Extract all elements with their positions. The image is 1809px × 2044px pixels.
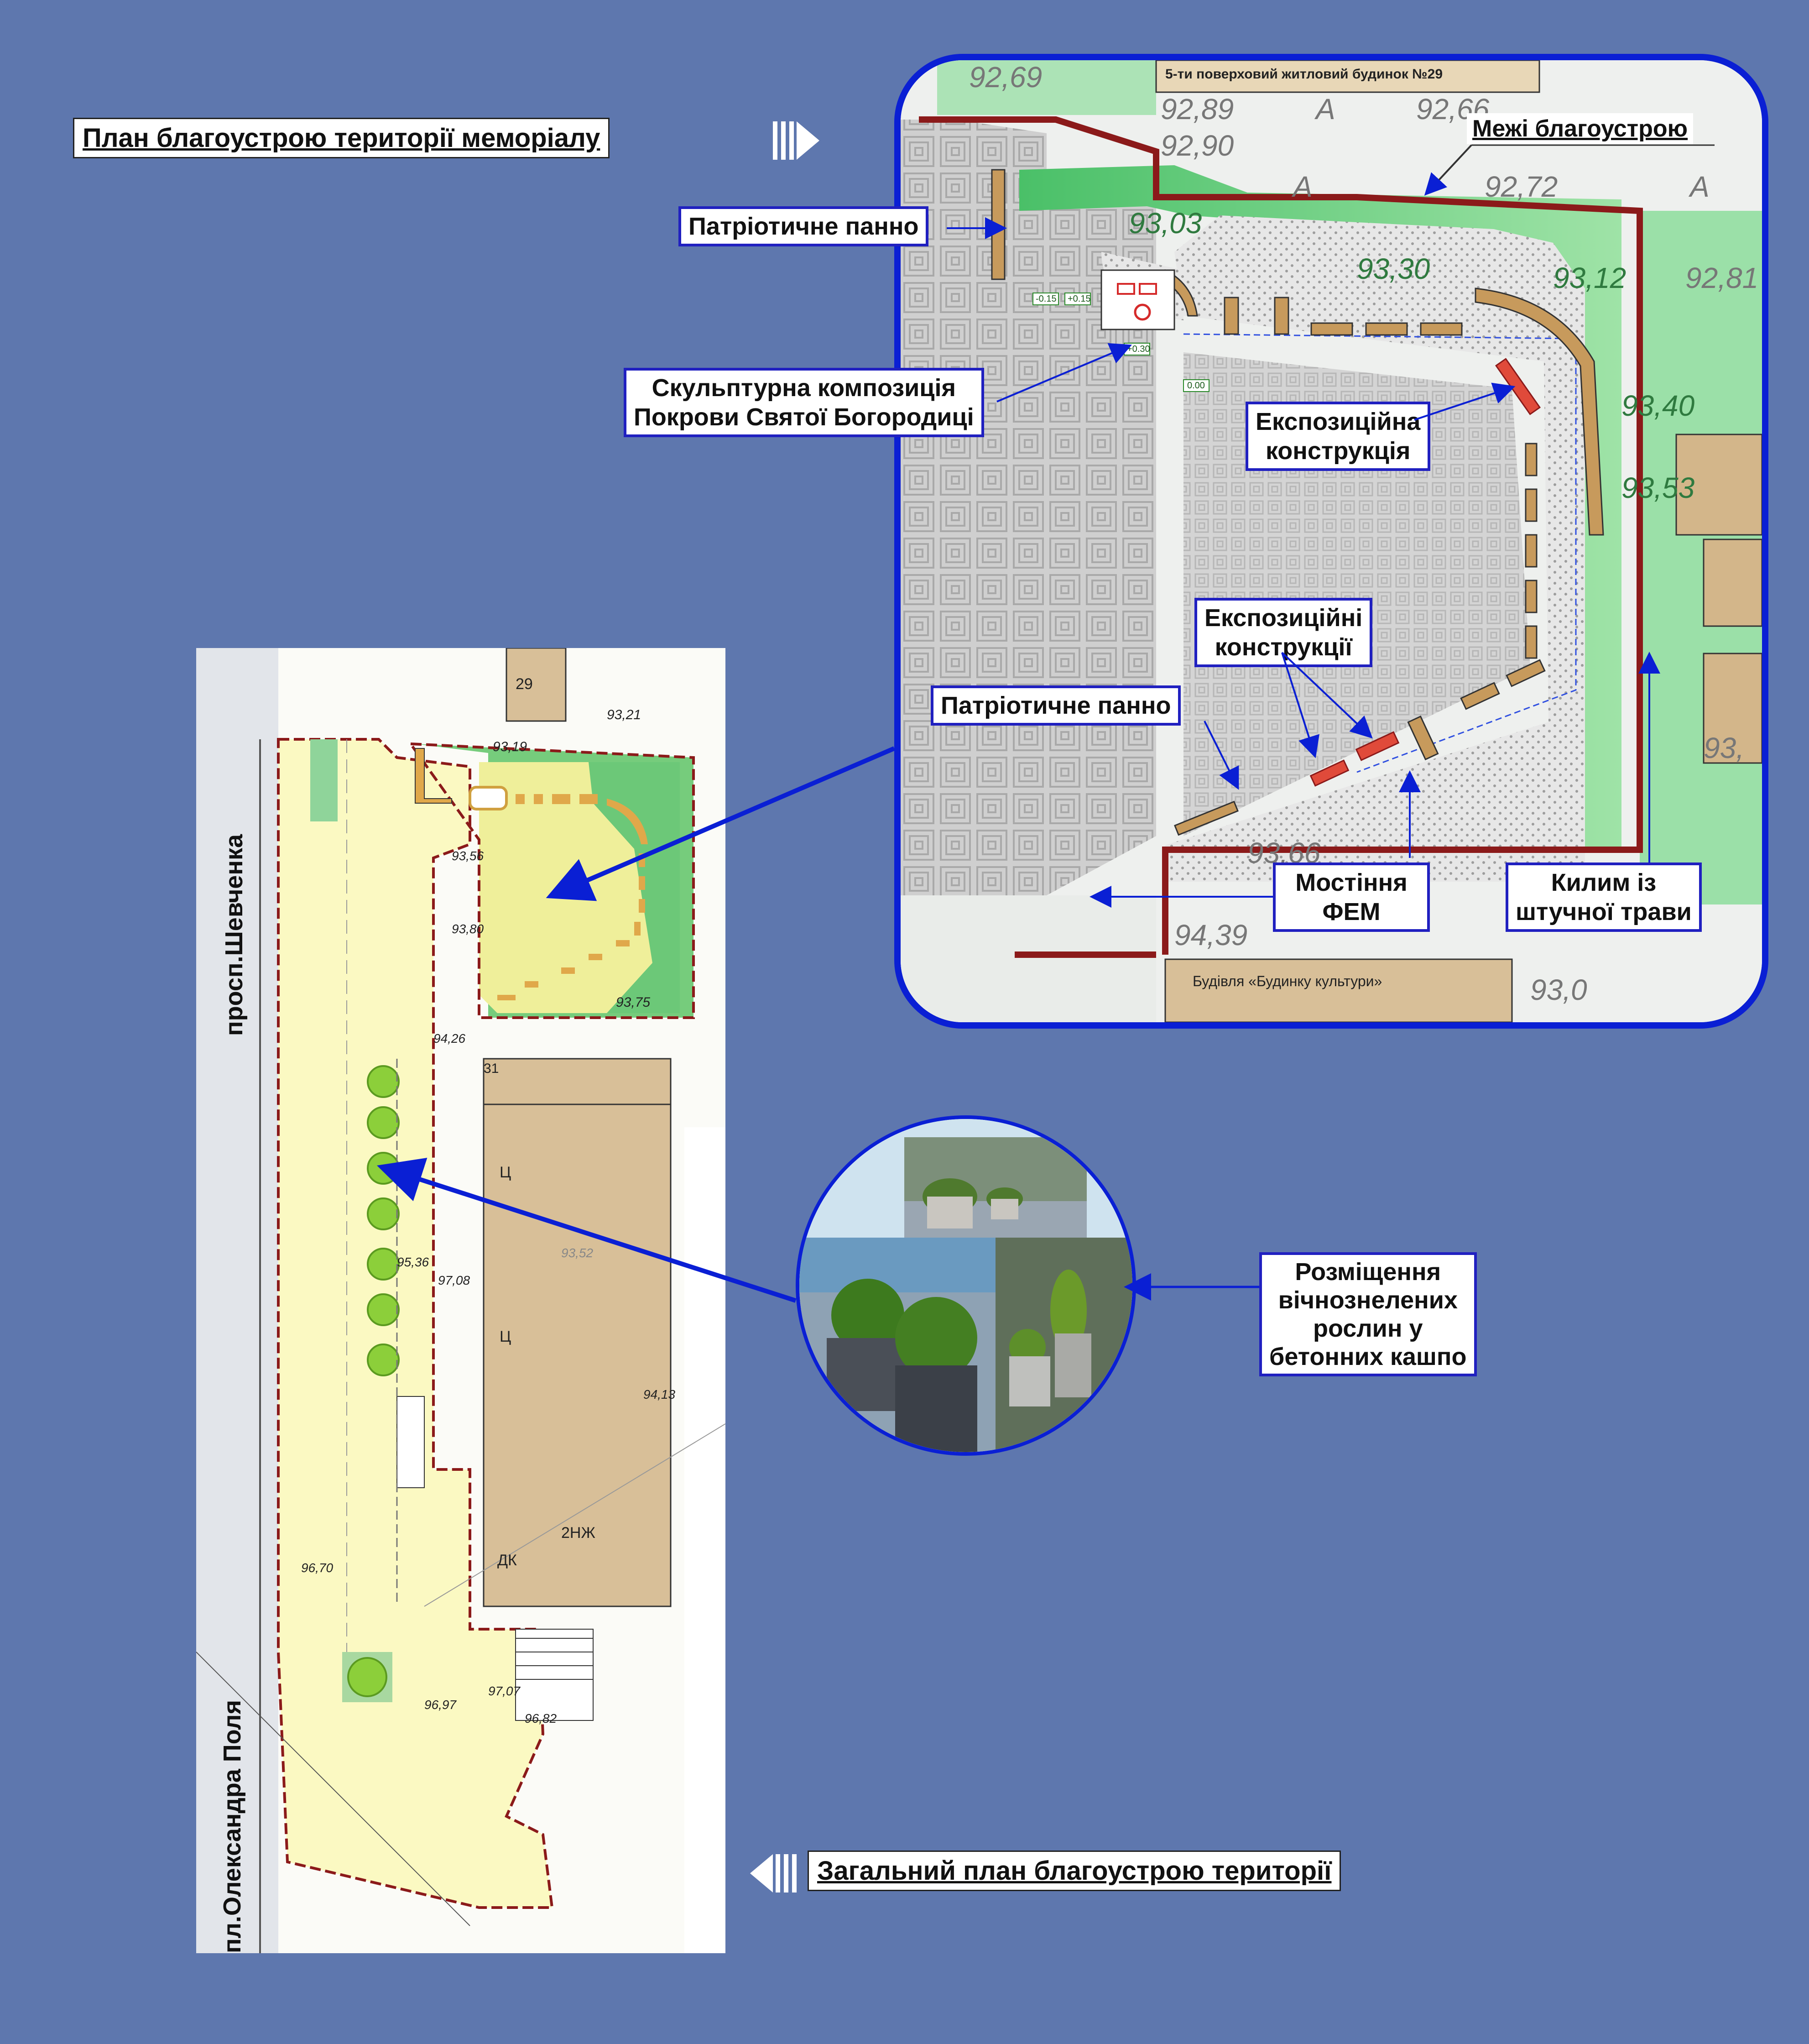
elevation-93: 93, [1704, 732, 1744, 764]
plan-text-93-75: 93,75 [616, 995, 651, 1010]
exposition-single-label: Експозиційна конструкція [1246, 402, 1431, 471]
memorial-plan-title-text: План благоустрою території меморіалу [83, 123, 600, 153]
general-plan-title: Загальний план благоустрою території [808, 1851, 1341, 1891]
exposition-single-line2: конструкція [1265, 437, 1411, 465]
memorial-plan-title: План благоустрою території меморіалу [73, 118, 610, 158]
plan-text-93-19: 93,19 [493, 739, 527, 754]
plan-text-97-08: 97,08 [438, 1273, 470, 1287]
elevation-92-81: 92,81 [1685, 261, 1759, 294]
plan-text-97-07: 97,07 [488, 1684, 521, 1698]
general-plan-drawing [196, 648, 725, 1953]
square-polya-label: пл.Олександра Поля [219, 1699, 246, 1953]
evergreen-label-line4: бетонних кашпо [1269, 1343, 1467, 1370]
title-arrow-right-icon [773, 121, 819, 160]
elevation-92-89: 92,89 [1161, 93, 1234, 125]
elevation-92-69: 92,69 [969, 61, 1043, 94]
evergreen-planters-photo [796, 1115, 1136, 1456]
title-arrow-left-icon [750, 1854, 797, 1892]
level-mark-plus015: +0.15 [1068, 294, 1091, 304]
plan-text-2nzh: 2НЖ [561, 1524, 595, 1542]
turf-label: Килим із штучної трави [1506, 863, 1702, 932]
exposition-multi-label: Експозиційні конструкції [1194, 598, 1373, 667]
paving-label-line2: ФЕМ [1322, 898, 1381, 925]
plan-text-dk: ДК [497, 1552, 517, 1569]
turf-label-line1: Килим із [1551, 869, 1657, 896]
evergreen-label: Розміщення вічнознелених рослин у бетонн… [1259, 1252, 1477, 1376]
level-mark-minus015: -0.15 [1036, 294, 1057, 304]
sculpture-label-line1: Скульптурна композиція [652, 374, 956, 402]
plan-text-94-26: 94,26 [433, 1031, 466, 1046]
sculpture-label: Скульптурна композиція Покрови Святої Бо… [624, 368, 984, 437]
exposition-multi-line1: Експозиційні [1204, 604, 1363, 632]
plan-text-31: 31 [484, 1061, 499, 1076]
exposition-single-line1: Експозиційна [1256, 408, 1421, 435]
plan-text-93-56: 93,56 [452, 849, 484, 863]
street-shevchenka-label: просп.Шевченка [220, 834, 248, 1036]
building-29-label: 5-ти поверховий житловий будинок №29 [1165, 67, 1443, 82]
letter-a-1: А [1316, 93, 1335, 125]
plan-text-96-82: 96,82 [525, 1711, 557, 1725]
plan-text-c2: Ц [500, 1328, 511, 1345]
letter-a-2: А [1293, 170, 1313, 203]
level-mark-plus030: +0.30 [1127, 344, 1150, 354]
patriotic-panel-top-text: Патріотичне панно [688, 213, 919, 240]
general-plan: 29 31 Ц Ц 2НЖ ДК 93,21 93,19 93,75 93,56… [196, 648, 725, 1953]
general-plan-title-text: Загальний план благоустрою території [817, 1856, 1332, 1886]
plan-text-93-52: 93,52 [561, 1246, 594, 1260]
plan-text-94-13: 94,13 [643, 1387, 676, 1401]
elevation-93-40: 93,40 [1621, 389, 1695, 422]
evergreen-photo-illustration [799, 1119, 1132, 1452]
paving-label-line1: Мостіння [1295, 869, 1408, 896]
evergreen-label-line1: Розміщення [1295, 1258, 1441, 1286]
elevation-93-12: 93,12 [1553, 261, 1627, 294]
letter-a-3: А [1690, 170, 1710, 203]
boundaries-label: Межі благоустрою [1467, 113, 1694, 144]
plan-text-96-97: 96,97 [424, 1698, 457, 1712]
plan-text-96-70: 96,70 [301, 1561, 334, 1575]
paving-label: Мостіння ФЕМ [1273, 863, 1430, 932]
elevation-93-0: 93,0 [1530, 973, 1587, 1006]
evergreen-label-line3: рослин у [1313, 1315, 1423, 1342]
plan-text-29: 29 [516, 675, 533, 693]
patriotic-panel-bottom-label: Патріотичне панно [931, 685, 1181, 726]
level-mark-000: 0.00 [1187, 381, 1205, 391]
plan-text-95-36: 95,36 [397, 1255, 429, 1269]
elevation-93-53: 93,53 [1621, 471, 1695, 504]
elevation-93-03: 93,03 [1129, 207, 1202, 240]
turf-label-line2: штучної трави [1516, 898, 1692, 925]
elevation-94-39: 94,39 [1174, 919, 1248, 951]
plan-text-c1: Ц [500, 1164, 511, 1181]
elevation-92-72: 92,72 [1485, 170, 1558, 203]
plan-text-93-21: 93,21 [607, 707, 641, 722]
patriotic-panel-top-label: Патріотичне панно [678, 206, 929, 246]
exposition-multi-line2: конструкції [1215, 633, 1352, 661]
elevation-93-30: 93,30 [1357, 252, 1430, 285]
patriotic-panel-bottom-text: Патріотичне панно [941, 692, 1171, 719]
plan-text-93-80: 93,80 [452, 922, 484, 936]
evergreen-label-line2: вічнознелених [1278, 1286, 1458, 1314]
house-of-culture-label: Будівля «Будинку культури» [1193, 973, 1382, 989]
sculpture-label-line2: Покрови Святої Богородиці [634, 403, 974, 431]
elevation-92-90: 92,90 [1161, 129, 1234, 162]
